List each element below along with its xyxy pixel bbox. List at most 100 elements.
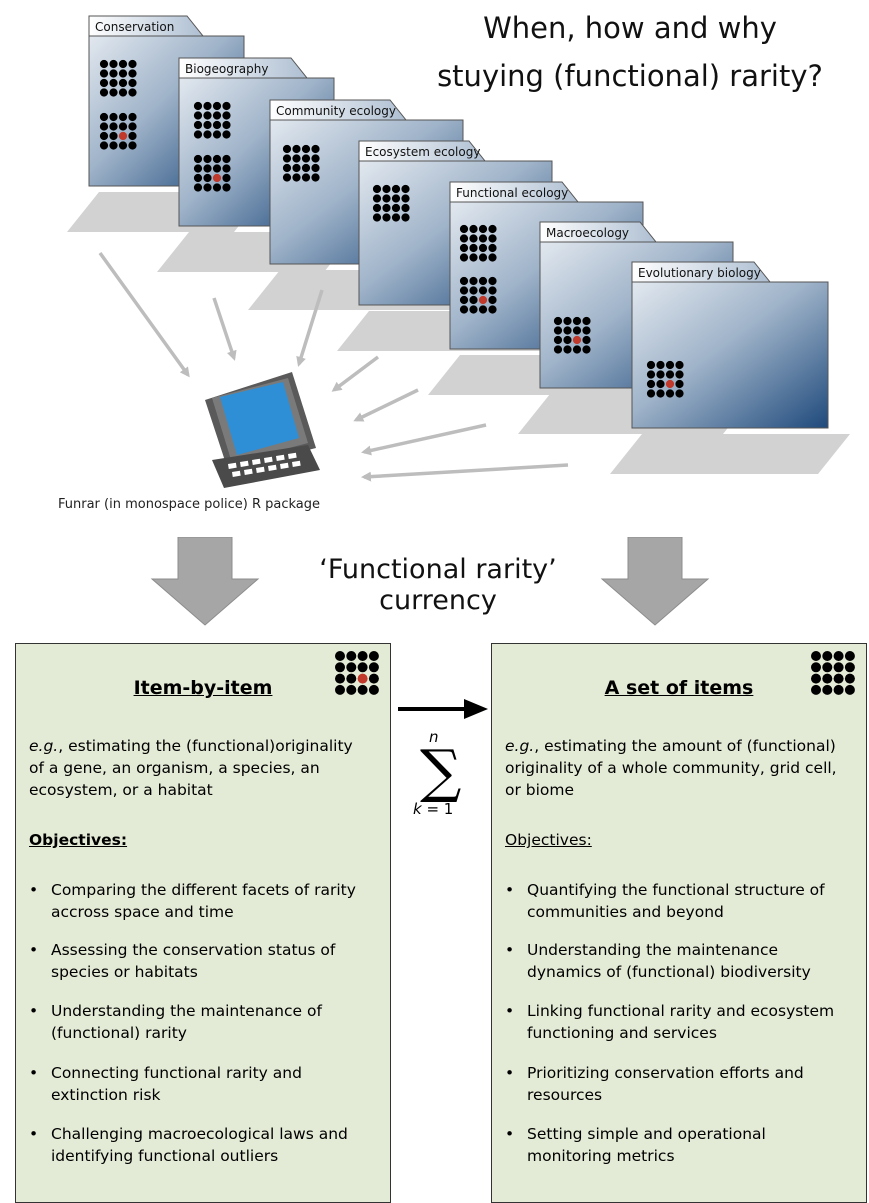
dot (222, 183, 231, 192)
dot (311, 144, 320, 154)
dot (193, 154, 203, 164)
example-line1: , estimating the amount of (functional) (534, 737, 836, 755)
example-text: e.g., estimating the amount of (function… (505, 735, 855, 801)
dot (335, 651, 345, 661)
dot (301, 154, 311, 163)
dot (582, 326, 591, 335)
dot (109, 112, 118, 122)
dot (203, 164, 212, 173)
dot (675, 360, 684, 370)
dot (675, 379, 684, 389)
dot (193, 173, 203, 183)
objective-item: •Linking functional rarity and ecosystem… (505, 1002, 835, 1042)
dot (401, 203, 410, 213)
dot (128, 88, 137, 97)
objective-item: •Understanding the maintenance of(functi… (29, 1002, 322, 1042)
dot (203, 120, 212, 130)
dot (212, 164, 222, 173)
gray-arrow (331, 355, 380, 392)
dot (478, 224, 488, 234)
dot (212, 173, 222, 183)
dot (372, 184, 382, 194)
summation-lower: k = 1 (413, 800, 454, 818)
dot (222, 120, 231, 130)
dot (346, 662, 357, 673)
dot (844, 662, 855, 673)
gray-arrow (98, 251, 190, 378)
dot (292, 154, 301, 163)
dot (391, 184, 401, 194)
dot (109, 69, 118, 78)
dot (109, 122, 118, 131)
dot (391, 194, 401, 203)
dot (469, 286, 478, 295)
dot (478, 305, 488, 314)
example-line1: , estimating the (functional)originality (58, 737, 353, 755)
dot (822, 651, 833, 661)
dot (301, 173, 311, 182)
package-label: Funrar (in monospace police) R package (58, 497, 320, 512)
gray-arrow (296, 289, 324, 367)
dot-grid-icon (335, 651, 379, 695)
dot (459, 243, 469, 253)
question-title-line2: stuying (functional) rarity? (437, 59, 823, 93)
currency-label: ‘Functional rarity’ currency (319, 554, 557, 616)
dot (844, 651, 855, 661)
dot (118, 78, 128, 88)
dot (822, 662, 833, 673)
right-arrow-icon (398, 699, 488, 719)
dot (478, 234, 488, 243)
dot (203, 173, 212, 183)
dot (563, 316, 572, 326)
dot (346, 684, 357, 695)
dot (282, 144, 292, 154)
gray-arrow (361, 423, 487, 456)
dot (222, 173, 231, 183)
dot (292, 163, 301, 173)
dot (212, 130, 222, 139)
summation-upper: n (429, 728, 439, 746)
dot (128, 112, 137, 122)
dot (346, 673, 357, 684)
dot (193, 130, 203, 139)
dot (382, 184, 391, 194)
dot (488, 243, 497, 253)
dot (811, 673, 821, 684)
gray-arrow (353, 388, 419, 422)
dot (469, 295, 478, 305)
dot (128, 69, 137, 78)
dot (665, 389, 675, 398)
dot (368, 662, 379, 673)
dot (128, 131, 137, 141)
dot (563, 335, 572, 345)
dot (203, 101, 212, 111)
dot (357, 662, 368, 673)
dot (811, 651, 821, 661)
dot (822, 684, 833, 695)
eg-label: e.g. (29, 737, 59, 755)
dot (118, 122, 128, 131)
dot (128, 122, 137, 131)
dot (478, 243, 488, 253)
dot (128, 78, 137, 88)
dot (822, 673, 833, 684)
dot (335, 673, 345, 684)
dot (665, 379, 675, 389)
dot (368, 684, 379, 695)
dot (656, 389, 665, 398)
gray-arrow (361, 463, 569, 482)
dot (282, 163, 292, 173)
dot (99, 131, 109, 141)
dot (382, 194, 391, 203)
dot (811, 662, 821, 673)
dot (572, 326, 582, 335)
panel-title: Item-by-item (133, 677, 273, 699)
dot (357, 673, 368, 684)
discipline-card: Evolutionary biology (610, 261, 850, 474)
dot (118, 59, 128, 69)
dot (292, 173, 301, 182)
